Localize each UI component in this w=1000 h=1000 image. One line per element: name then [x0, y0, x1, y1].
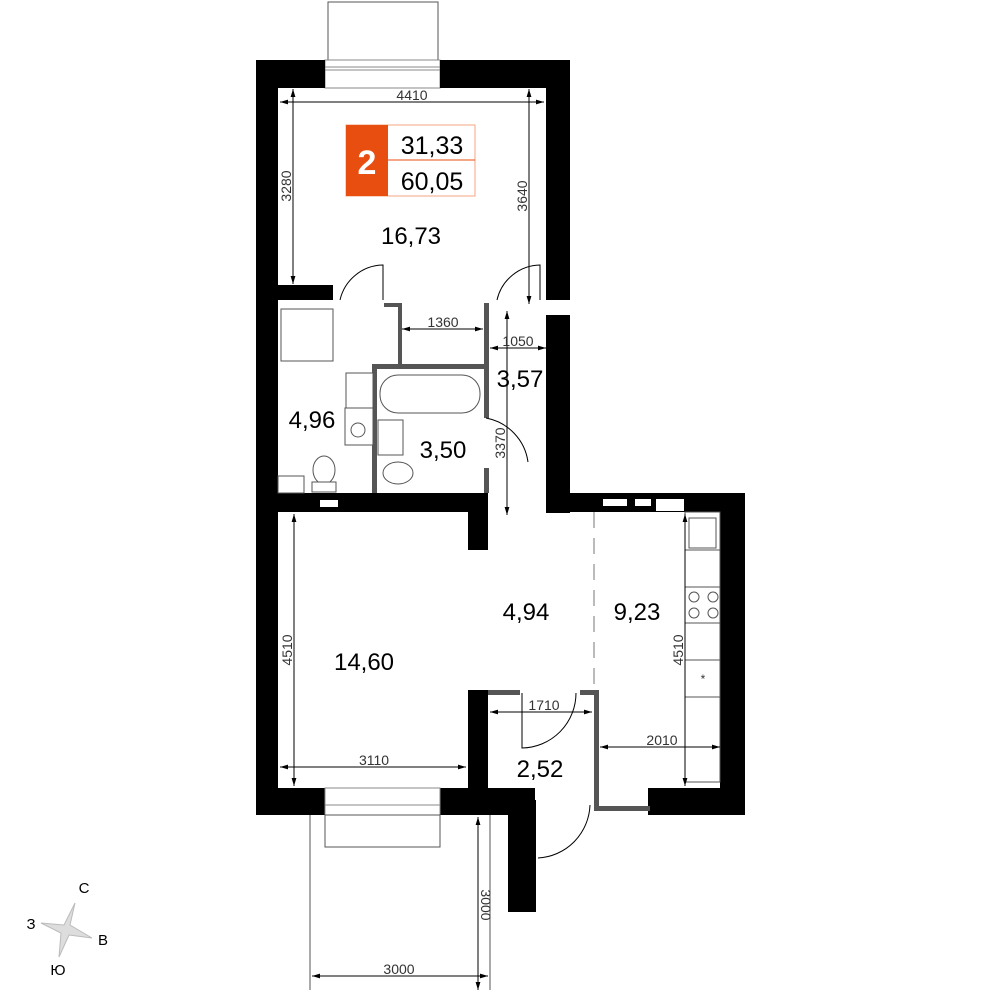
compass: С З В Ю: [26, 880, 108, 979]
window-top: [324, 1, 441, 89]
area-kitchen: 9,23: [614, 599, 661, 626]
dim-kitchen-width: 2010: [646, 732, 677, 748]
compass-west: З: [26, 916, 35, 933]
shower: [280, 308, 334, 362]
compass-north: С: [79, 880, 90, 897]
dim-balcony-width: 3000: [383, 961, 414, 977]
bathtub: [379, 374, 481, 414]
dim-entry-width: 1710: [528, 697, 559, 713]
area-corridor: 3,57: [497, 366, 544, 393]
area-entry: 2,52: [517, 756, 564, 783]
dim-kitchen-height: 4510: [670, 634, 686, 665]
dim-bedroom-width: 3110: [359, 752, 389, 768]
total-area: 60,05: [401, 168, 464, 196]
dim-top-left-height: 3280: [278, 170, 294, 201]
dim-top-width: 4410: [396, 87, 427, 103]
balcony: [309, 787, 491, 990]
dim-corridor-width: 1050: [502, 333, 533, 349]
svg-text:*: *: [701, 672, 706, 686]
compass-star-icon: [40, 902, 93, 958]
area-hall: 4,94: [503, 599, 550, 626]
apartment-badge: 2 31,33 60,05: [345, 124, 476, 197]
living-area: 31,33: [401, 132, 464, 160]
partitions: [372, 303, 650, 811]
kitchen-counter: [684, 511, 721, 783]
area-bathroom: 4,96: [289, 407, 336, 434]
walls: [256, 60, 745, 912]
dim-corridor-height: 3370: [492, 427, 508, 458]
fixtures: *: [277, 308, 721, 783]
compass-east: В: [98, 932, 108, 949]
dimension-lines: [280, 89, 720, 990]
doors: [339, 264, 591, 859]
area-toilet-bath: 3,50: [420, 437, 467, 464]
area-bedroom: 14,60: [334, 649, 394, 676]
dim-passage-width: 1360: [427, 314, 458, 330]
dim-balcony-height: 3000: [478, 889, 494, 920]
dim-bedroom-height: 4510: [279, 634, 295, 665]
room-count: 2: [358, 144, 377, 182]
area-living-room: 16,73: [381, 223, 441, 250]
compass-south: Ю: [50, 962, 65, 979]
dim-top-right-height: 3640: [514, 180, 530, 211]
